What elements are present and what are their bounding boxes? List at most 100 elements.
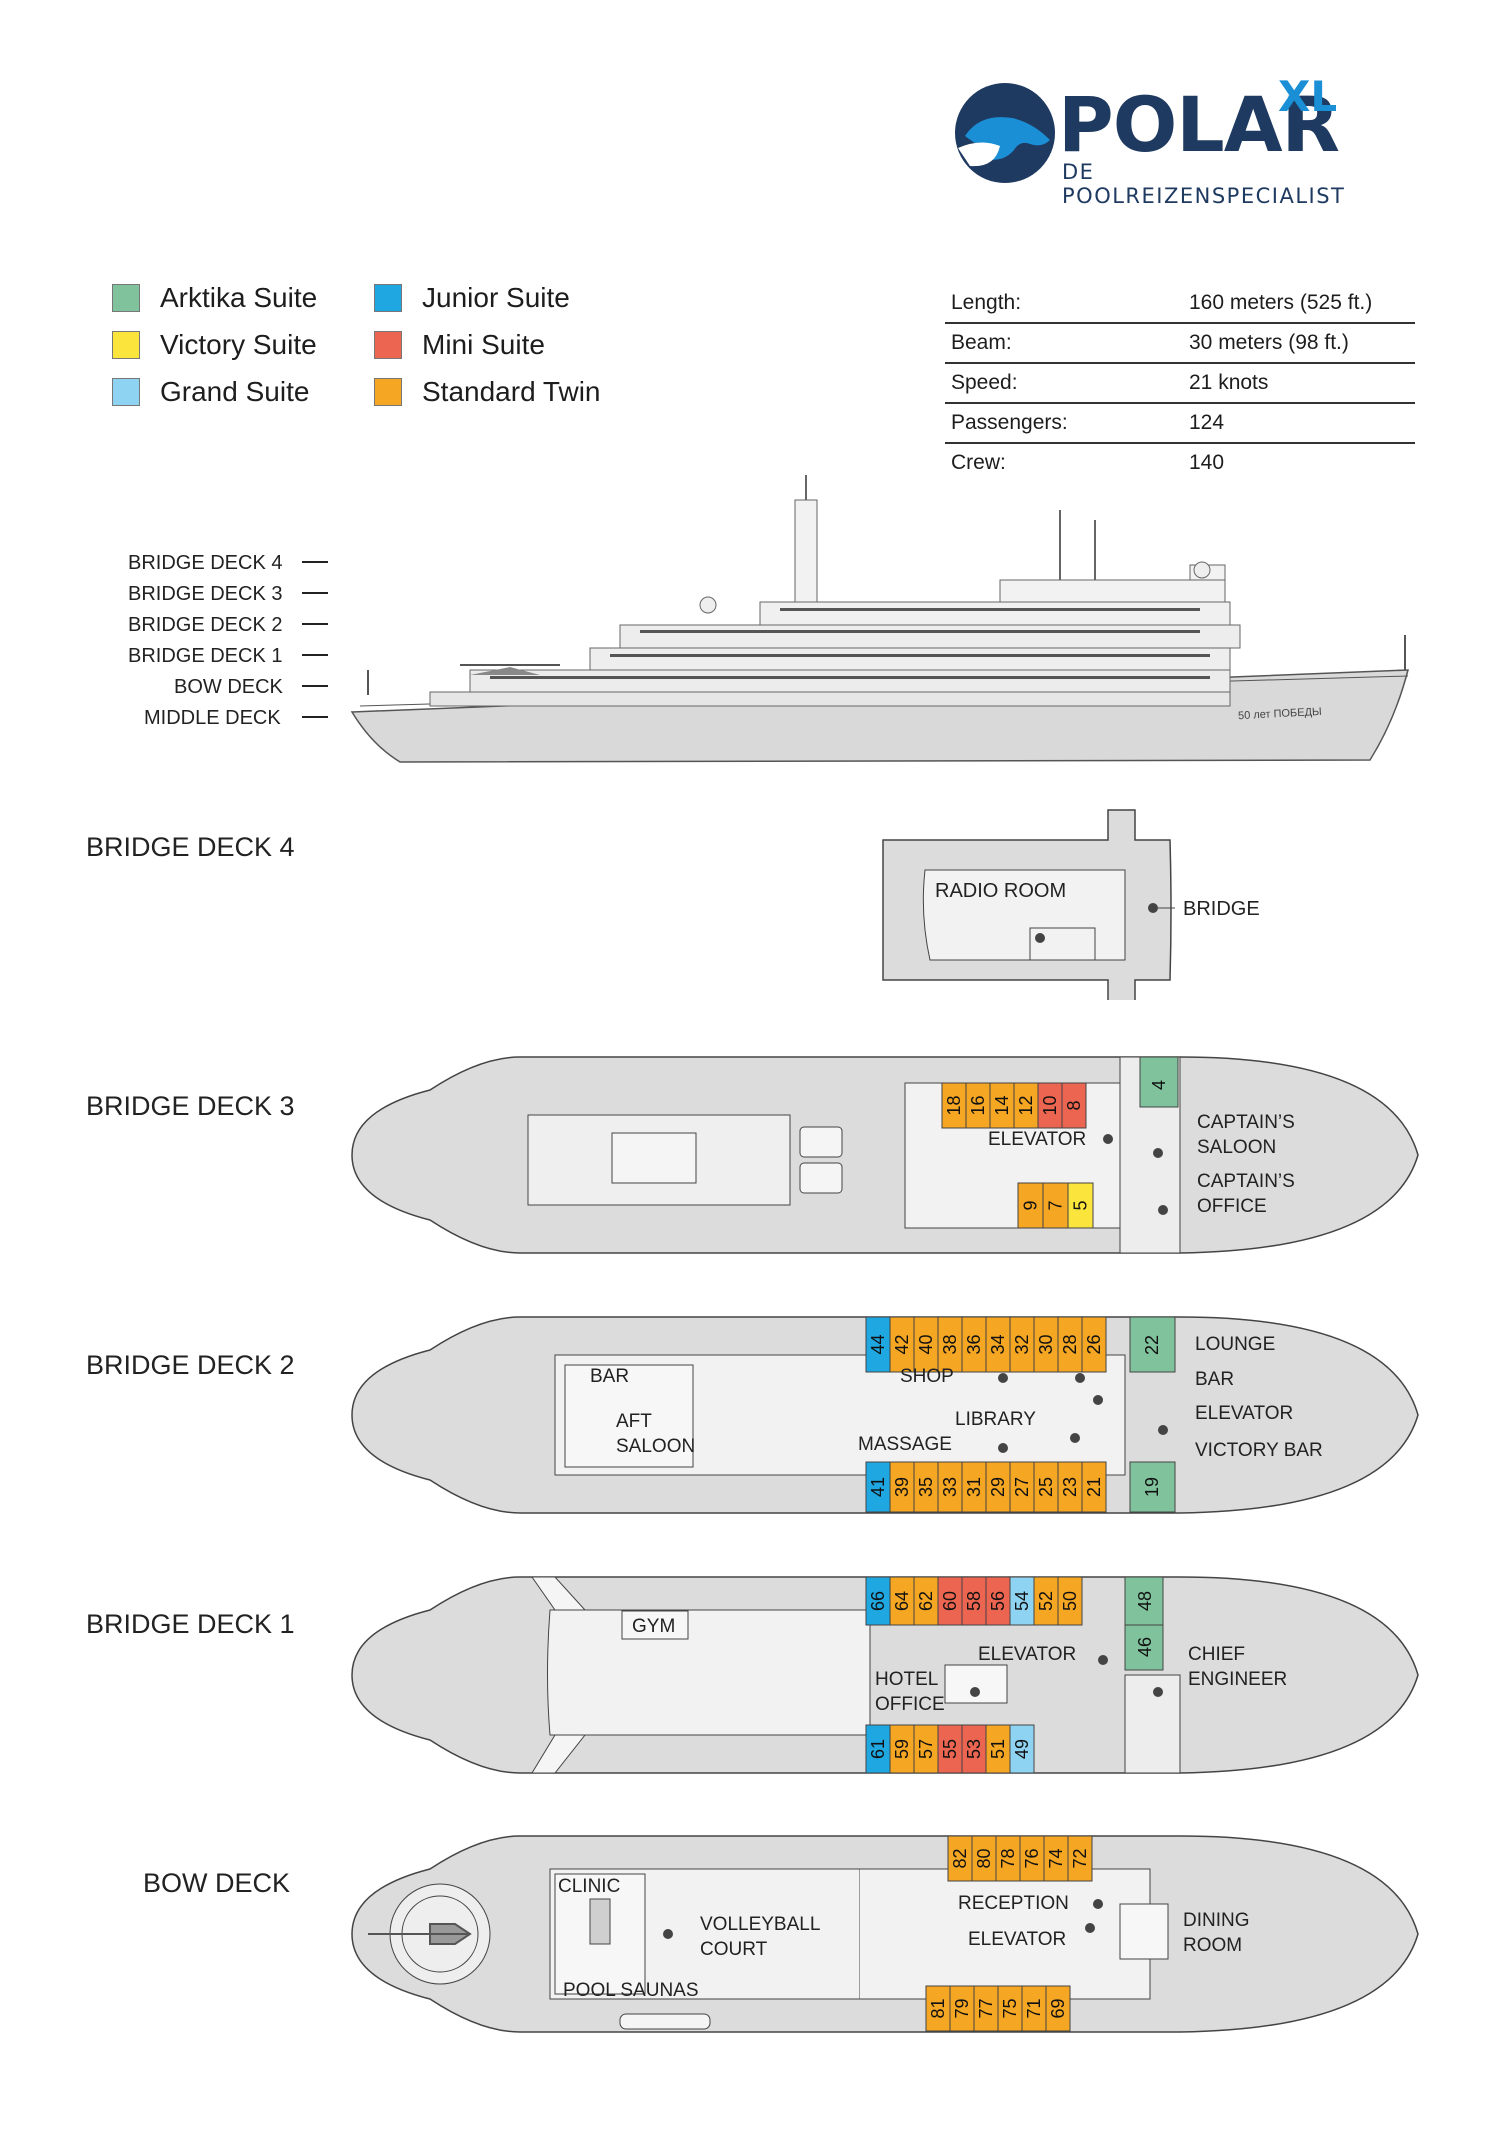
deck-room-label: CHIEF [1188, 1644, 1245, 1665]
cabin-number: 42 [892, 1334, 912, 1354]
cabin [949, 1985, 975, 2032]
cabin-number: 74 [1046, 1848, 1066, 1868]
deck-room-label: ENGINEER [1188, 1669, 1287, 1690]
cabin-number: 31 [964, 1477, 984, 1497]
deck-room-label: CAPTAIN’S [1197, 1171, 1295, 1192]
deck-room-label: SHOP [900, 1366, 954, 1387]
cabin-number: 18 [944, 1095, 964, 1115]
deck-room-label: MASSAGE [858, 1434, 952, 1455]
cabin-number: 44 [868, 1334, 888, 1354]
cabin [1019, 1835, 1045, 1882]
cabin-number: 75 [1000, 1998, 1020, 2018]
spec-row: Crew:140 [945, 444, 1415, 482]
cabin [965, 1082, 991, 1129]
cabin-number: 59 [892, 1739, 912, 1759]
profile-deck-label: BRIDGE DECK 4 [128, 552, 283, 574]
cabin-number: 23 [1060, 1477, 1080, 1497]
cabin-number: 79 [952, 1998, 972, 2018]
legend-label: Junior Suite [422, 282, 570, 313]
cabin [1057, 1461, 1083, 1513]
spec-value: 30 meters (98 ft.) [1189, 331, 1349, 354]
cabin-number: 7 [1046, 1200, 1066, 1210]
cabin-number: 60 [940, 1591, 960, 1611]
cabin-number: 30 [1036, 1334, 1056, 1354]
cabin-number: 56 [988, 1591, 1008, 1611]
cabin-number: 35 [916, 1477, 936, 1497]
cabin-legend: Arktika Suite Victory Suite Grand Suite … [112, 282, 632, 422]
cabin-number: 38 [940, 1334, 960, 1354]
deck-room-label: HOTEL [875, 1669, 938, 1690]
deck-room-label: LIBRARY [955, 1409, 1036, 1430]
deck-room-label: POOL SAUNAS [563, 1980, 699, 2001]
cabin [1043, 1835, 1069, 1882]
cabin [961, 1316, 987, 1373]
ship-profile: BRIDGE DECK 4 BRIDGE DECK 3 BRIDGE DECK … [0, 470, 1508, 770]
polar-bear-logo-icon [955, 83, 1055, 183]
cabin-number: 49 [1012, 1739, 1032, 1759]
profile-deck-label: MIDDLE DECK [144, 707, 281, 729]
cabin [1042, 1182, 1069, 1229]
cabin [1017, 1182, 1044, 1229]
section-title-bridge-deck-1: BRIDGE DECK 1 [86, 1609, 295, 1639]
spec-key: Passengers: [951, 411, 1068, 434]
cabin [889, 1461, 915, 1513]
cabin-number: 4 [1149, 1080, 1169, 1090]
cabin-number: 34 [988, 1334, 1008, 1354]
cabin [889, 1724, 915, 1774]
room-label: BRIDGE [1183, 898, 1260, 920]
cabin-number: 26 [1084, 1334, 1104, 1354]
cabin-number: 5 [1071, 1200, 1091, 1210]
deck-room-label: CLINIC [558, 1876, 620, 1897]
cabin [865, 1461, 891, 1513]
cabin-number: 10 [1040, 1095, 1060, 1115]
profile-deck-label: BRIDGE DECK 3 [128, 583, 283, 605]
cabin-number: 82 [950, 1848, 970, 1868]
section-title-bow-deck: BOW DECK [143, 1868, 291, 1898]
spec-value: 21 knots [1189, 371, 1269, 394]
cabin-number: 55 [940, 1739, 960, 1759]
cabin [1009, 1316, 1035, 1373]
spec-key: Speed: [951, 371, 1018, 394]
cabin [961, 1724, 987, 1774]
cabin [1009, 1461, 1035, 1513]
cabin-number: 76 [1022, 1848, 1042, 1868]
cabin [937, 1724, 963, 1774]
cabin [985, 1576, 1011, 1626]
cabin-number: 14 [992, 1095, 1012, 1115]
deck-room-label: AFT [616, 1411, 652, 1432]
cabin-number: 32 [1012, 1334, 1032, 1354]
deck-room-label: LOUNGE [1195, 1334, 1275, 1355]
cabin [1009, 1724, 1035, 1774]
deck-room-label: COURT [700, 1939, 768, 1960]
deck-room-label: BAR [590, 1366, 629, 1387]
cabin-number: 29 [988, 1477, 1008, 1497]
cabin-number: 8 [1064, 1100, 1084, 1110]
cabin-number: 57 [916, 1739, 936, 1759]
cabin [997, 1985, 1023, 2032]
cabin-number: 69 [1048, 1998, 1068, 2018]
cabin-number: 58 [964, 1591, 984, 1611]
cabin [973, 1985, 999, 2032]
cabin-number: 22 [1142, 1335, 1162, 1355]
cabin [925, 1985, 951, 2032]
cabin [1045, 1985, 1071, 2032]
cabin-number: 50 [1060, 1591, 1080, 1611]
section-title-bridge-deck-3: BRIDGE DECK 3 [86, 1091, 295, 1121]
cabin [985, 1316, 1011, 1373]
legend-label: Mini Suite [422, 329, 545, 360]
logo-suffix: XL [1278, 72, 1338, 121]
cabin [865, 1576, 891, 1626]
legend-item: Mini Suite [374, 329, 545, 361]
cabin [1009, 1576, 1035, 1626]
spec-value: 124 [1189, 411, 1225, 434]
legend-item: Victory Suite [112, 329, 317, 361]
legend-item: Arktika Suite [112, 282, 317, 314]
legend-label: Arktika Suite [160, 282, 318, 313]
profile-deck-label: BOW DECK [174, 676, 283, 698]
cabin [1033, 1461, 1059, 1513]
cabin-number: 51 [988, 1739, 1008, 1759]
